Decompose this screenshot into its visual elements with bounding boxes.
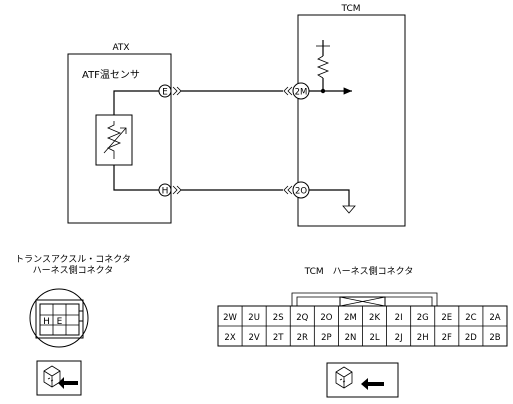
tcm-pin-2r: 2R — [297, 333, 308, 343]
tcm-pin-2v: 2V — [249, 333, 260, 343]
tcm-connector-face: 2W 2U 2S 2Q 2O 2M 2K 2I 2G 2E 2C 2A 2X 2V 2T 2R 2P 2N 2L 2… — [217, 292, 508, 347]
transaxle-connector-subtitle: ハーネス側コネクタ — [33, 264, 114, 276]
atx-pin-h: H — [158, 183, 182, 197]
tcm-pin-2d: 2D — [465, 333, 477, 343]
tcm-pullup-resistor — [309, 40, 352, 95]
tcm-pin-2x: 2X — [224, 333, 235, 343]
atx-pin-e-label: E — [162, 88, 168, 98]
tcm-pin-2j: 2J — [395, 333, 403, 343]
tcm-pin-2u: 2U — [248, 313, 260, 323]
tcm-module: TCM — [297, 4, 406, 227]
tcm-connector-view-icon — [326, 362, 399, 398]
tcm-pin-2l: 2L — [369, 333, 379, 343]
tcm-pin-2q: 2Q — [296, 313, 308, 323]
connector-view-icon — [36, 360, 82, 396]
tcm-pin-2m: 2M — [344, 313, 357, 323]
tcm-pin-2e: 2E — [441, 313, 452, 323]
tcm-pin-2n: 2N — [345, 333, 357, 343]
transaxle-cell-e: E — [57, 317, 63, 327]
atx-pin-h-label: H — [162, 187, 169, 197]
tcm-pin-2g: 2G — [417, 313, 429, 323]
sensor-label: ATF温センサ — [82, 69, 140, 81]
atf-temp-sensor: ATF温センサ — [82, 69, 165, 191]
tcm-pin-2h: 2H — [417, 333, 429, 343]
ground-symbol — [309, 189, 356, 214]
transaxle-cell-h: H — [43, 317, 50, 327]
tcm-pin-2k: 2K — [369, 313, 380, 323]
atx-module: ATX — [67, 43, 172, 224]
tcm-pin-2m: 2M — [283, 82, 310, 100]
tcm-pin-2w: 2W — [223, 313, 237, 323]
tcm-pin-2o: 2O — [283, 181, 310, 199]
tcm-pin-2i: 2I — [395, 313, 403, 323]
tcm-pin-2o: 2O — [320, 313, 332, 323]
transaxle-connector-title: トランスアクスル・コネクタ — [15, 254, 131, 265]
tcm-pin-2c: 2C — [465, 313, 476, 323]
tcm-pin-2o-label: 2O — [295, 187, 307, 197]
tcm-pin-2f: 2F — [442, 333, 452, 343]
tcm-connector-title: TCM ハーネス側コネクタ — [304, 265, 414, 277]
tcm-pin-2b: 2B — [489, 333, 500, 343]
tcm-pin-2t: 2T — [273, 333, 284, 343]
tcm-pin-2a: 2A — [489, 313, 500, 323]
tcm-module-label: TCM — [340, 4, 360, 14]
tcm-pin-2m-label: 2M — [295, 88, 308, 98]
tcm-pin-2p: 2P — [321, 333, 332, 343]
atx-pin-e: E — [158, 84, 182, 98]
tcm-pin-2s: 2S — [273, 313, 284, 323]
transaxle-connector-face: H E — [29, 288, 89, 348]
atx-module-label: ATX — [112, 43, 129, 53]
